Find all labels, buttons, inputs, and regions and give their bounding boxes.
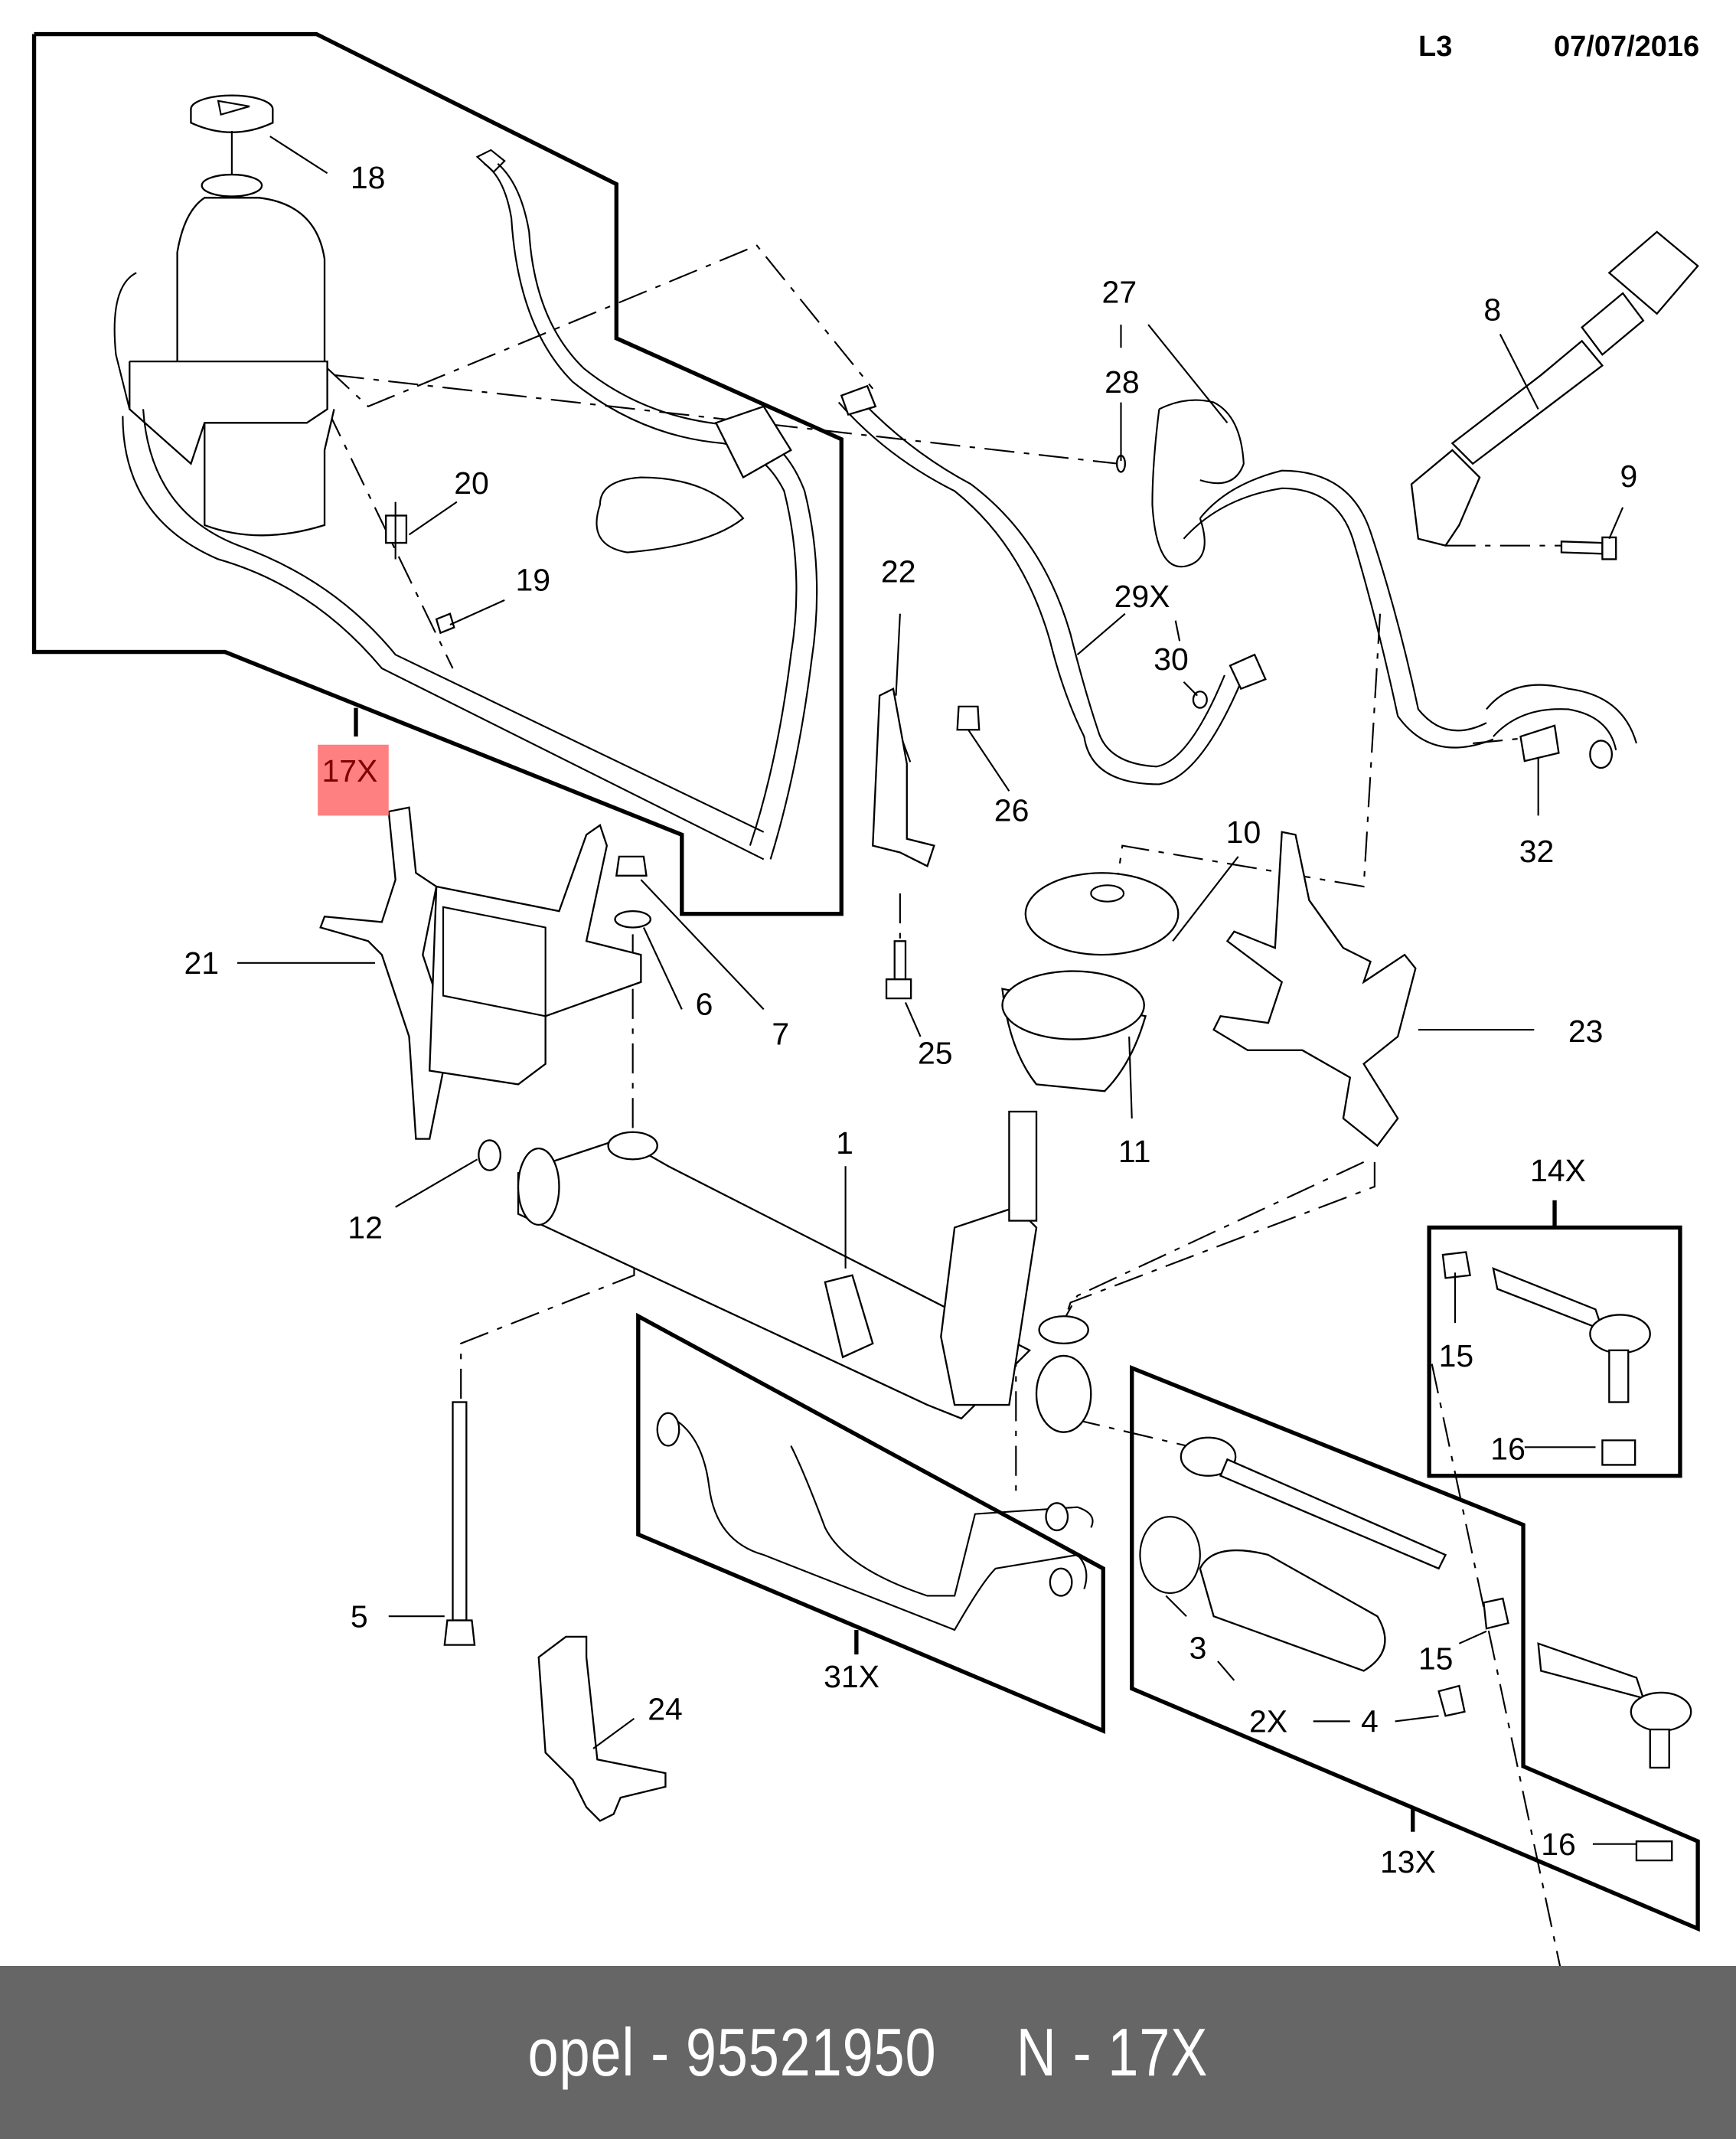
- pressure-hose: [837, 384, 1267, 785]
- callout-2x[interactable]: 2X: [1249, 1704, 1287, 1739]
- callout-11[interactable]: 11: [1118, 1134, 1151, 1169]
- boot-11: [1001, 970, 1147, 1092]
- bolt-26: [956, 705, 981, 731]
- footer-bar: opel - 95521950 N - 17X: [0, 1966, 1736, 2139]
- pipe-27: [1151, 399, 1245, 568]
- outer-tie-rod-end: [1537, 1642, 1692, 1769]
- pinch-bolt: [1560, 536, 1617, 560]
- callout-1[interactable]: 1: [836, 1125, 853, 1161]
- steering-exploded-diagram: 18 20 19 17X 21 6 7 12 5 24 31X 1 22 26 …: [31, 31, 1700, 1966]
- callout-16[interactable]: 16: [1541, 1827, 1576, 1862]
- kit-jam-nut-15: [1441, 1251, 1471, 1279]
- callout-10[interactable]: 10: [1226, 815, 1261, 850]
- callout-15[interactable]: 15: [1418, 1641, 1454, 1677]
- assembly-line: [1431, 1363, 1561, 1966]
- callout-28[interactable]: 28: [1105, 364, 1140, 400]
- callout-3[interactable]: 3: [1189, 1630, 1207, 1665]
- reservoir-group-frame: [31, 31, 844, 916]
- leader-lines: [237, 136, 1636, 1845]
- clip-32: [1519, 724, 1560, 763]
- highlight-17x-box: [318, 744, 389, 816]
- reservoir-clip: [435, 612, 455, 635]
- tie-rod-kit-13x-frame: [1130, 1364, 1700, 1932]
- callout-6[interactable]: 6: [696, 987, 713, 1022]
- assembly-line: [1070, 1417, 1187, 1447]
- callout-13x[interactable]: 13X: [1380, 1844, 1436, 1879]
- callout-23[interactable]: 23: [1568, 1014, 1604, 1049]
- steering-rack: [517, 1110, 1092, 1433]
- callout-30[interactable]: 30: [1154, 642, 1189, 677]
- callout-24[interactable]: 24: [648, 1692, 683, 1727]
- assembly-line: [326, 244, 874, 408]
- part-number-caption: opel - 95521950 N - 17X: [527, 2014, 1209, 2090]
- callout-9[interactable]: 9: [1620, 459, 1638, 494]
- reservoir-cap: [190, 94, 274, 133]
- boot-clamp-4: [1437, 1684, 1466, 1717]
- kit-nut-16: [1601, 1439, 1636, 1466]
- dust-seal-10: [1024, 872, 1180, 956]
- wiring-harness: [475, 149, 818, 860]
- assembly-line: [1062, 1161, 1365, 1321]
- callout-4[interactable]: 4: [1361, 1704, 1379, 1739]
- bolt-25: [885, 940, 912, 1000]
- assembly-line: [326, 409, 454, 669]
- callout-5[interactable]: 5: [351, 1599, 368, 1634]
- bracket-24: [537, 1635, 667, 1822]
- bracket-23: [1212, 831, 1417, 1148]
- mounting-bracket: [319, 806, 642, 1140]
- callout-16-kit[interactable]: 16: [1490, 1431, 1526, 1466]
- diagram-code: L3: [1418, 31, 1453, 63]
- callout-15-kit[interactable]: 15: [1439, 1338, 1474, 1373]
- callout-19[interactable]: 19: [515, 562, 550, 597]
- intermediate-shaft: [1410, 230, 1699, 547]
- return-hose: [1183, 469, 1637, 769]
- fluid-reservoir: [113, 173, 765, 860]
- diagram-date: 07/07/2016: [1554, 31, 1700, 63]
- reservoir-grommet: [385, 501, 408, 560]
- bracket-22: [872, 687, 935, 867]
- callout-27[interactable]: 27: [1102, 275, 1137, 310]
- transfer-pipes: [656, 1412, 1094, 1631]
- assembly-line: [460, 1268, 635, 1406]
- callout-21[interactable]: 21: [184, 945, 220, 981]
- jam-nut-15: [1483, 1597, 1509, 1630]
- callout-12[interactable]: 12: [348, 1210, 383, 1246]
- washer-7: [614, 909, 651, 929]
- kit-tie-rod-end: [1492, 1267, 1651, 1403]
- callout-26[interactable]: 26: [994, 793, 1030, 828]
- pipe-kit-31x-frame: [636, 1312, 1106, 1734]
- callout-17x[interactable]: 17X: [321, 753, 377, 789]
- nut-6: [615, 855, 648, 877]
- callout-8[interactable]: 8: [1483, 292, 1501, 328]
- callout-29x[interactable]: 29X: [1114, 579, 1170, 614]
- callout-32[interactable]: 32: [1519, 834, 1555, 869]
- callout-22[interactable]: 22: [881, 554, 916, 589]
- inner-tie-rod: [1180, 1436, 1447, 1570]
- assembly-line: [1062, 1161, 1375, 1324]
- bolt-5: [443, 1401, 476, 1646]
- bellows-boot: [1139, 1516, 1386, 1672]
- nut-16: [1635, 1840, 1673, 1862]
- nut-12: [478, 1139, 502, 1171]
- callout-20[interactable]: 20: [454, 465, 489, 501]
- callout-7[interactable]: 7: [772, 1017, 789, 1052]
- callout-14x[interactable]: 14X: [1530, 1153, 1586, 1188]
- callout-25[interactable]: 25: [918, 1036, 953, 1071]
- callout-31x[interactable]: 31X: [824, 1659, 879, 1694]
- assembly-line: [1114, 613, 1382, 894]
- callout-18[interactable]: 18: [351, 160, 386, 195]
